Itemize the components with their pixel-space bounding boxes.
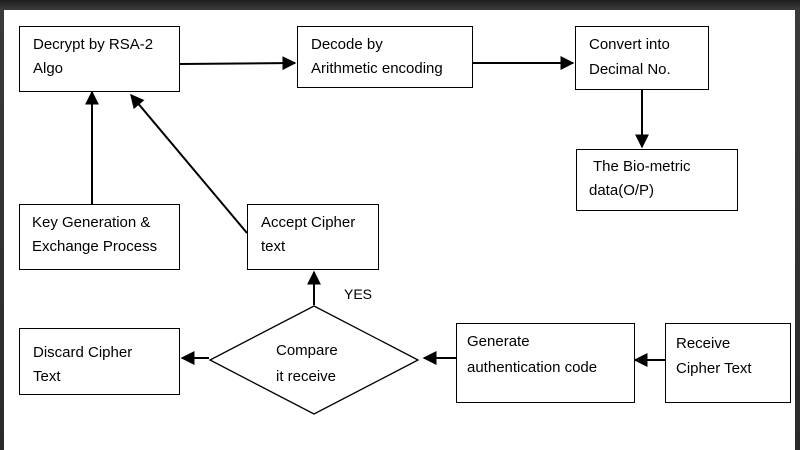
- node-biometric: [576, 149, 738, 211]
- node-decode: [297, 26, 473, 88]
- compare-decision-diamond: [208, 305, 420, 415]
- node-keygen-line1: Key Generation &: [32, 214, 151, 231]
- connector-layer: [85, 56, 665, 415]
- node-decrypt-line2: Algo: [33, 60, 64, 77]
- node-decode-line1: Decode by: [311, 36, 383, 53]
- node-compare-line2: it receive: [276, 368, 337, 385]
- node-convert-line2: Decimal No.: [589, 61, 671, 78]
- node-accept-line2: text: [261, 238, 286, 255]
- edge-label-yes: YES: [344, 286, 373, 302]
- arrow-accept-to-decrypt: [130, 93, 248, 234]
- node-biometric-line1: The Bio-metric: [593, 158, 691, 175]
- node-discard-line2: Text: [33, 368, 61, 385]
- node-generate-line1: Generate: [467, 333, 530, 350]
- node-keygen-line2: Exchange Process: [32, 238, 158, 255]
- node-keygen: [19, 204, 180, 270]
- node-convert-line1: Convert into: [589, 36, 670, 53]
- node-convert: [575, 26, 709, 90]
- node-generate: [456, 323, 635, 403]
- arrow-decrypt-to-decode: [179, 56, 297, 71]
- node-discard: [19, 328, 180, 395]
- diagram-canvas: Decrypt by RSA-2 Algo Decode by Arithmet…: [4, 10, 795, 450]
- node-discard-line1: Discard Cipher: [33, 344, 133, 361]
- node-biometric-line2: data(O/P): [589, 182, 655, 199]
- node-compare-line1: Compare: [276, 342, 338, 359]
- node-decrypt: [19, 26, 180, 92]
- node-accept-line1: Accept Cipher: [261, 214, 356, 231]
- node-generate-line2: authentication code: [467, 359, 598, 376]
- node-receive-line2: Cipher Text: [676, 360, 752, 377]
- node-receive-line1: Receive: [676, 335, 731, 352]
- node-decode-line2: Arithmetic encoding: [311, 60, 443, 77]
- node-decrypt-line1: Decrypt by RSA-2: [33, 36, 154, 53]
- node-accept: [247, 204, 379, 270]
- node-receive: [665, 323, 791, 403]
